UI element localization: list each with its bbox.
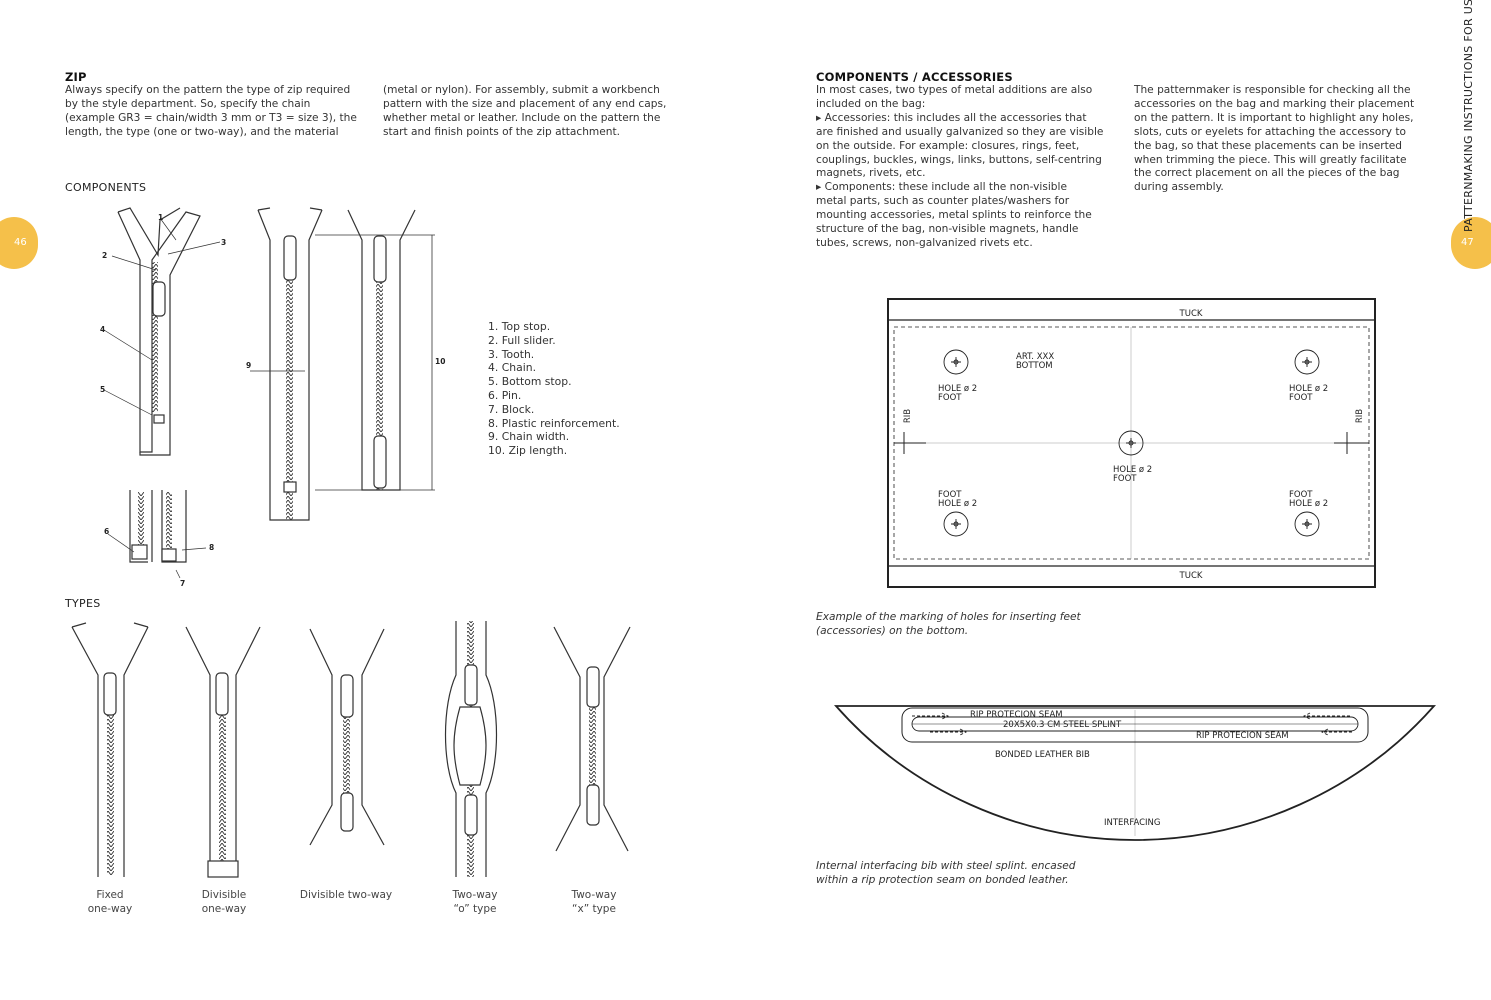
svg-text:HOLE ø 2: HOLE ø 2 [1289, 499, 1328, 509]
tuck-bottom-label: TUCK [1179, 571, 1203, 581]
seam-label-bottom: RIP PROTECION SEAM [1196, 731, 1289, 741]
type-two-way-o: Two-way“o” type [452, 889, 498, 915]
svg-text:RIB: RIB [903, 409, 913, 423]
zip-text-col2: (metal or nylon). For assembly, submit a… [383, 84, 667, 138]
accessories-col1: In most cases, two types of metal additi… [816, 84, 1104, 249]
seam-label-top: RIP PROTECION SEAM [970, 710, 1063, 720]
interfacing-bib-diagram: RIP PROTECION SEAM 20X5X0.3 CM STEEL SPL… [834, 705, 1436, 841]
callout-2: 2 [102, 251, 107, 260]
svg-text:ART. XXX: ART. XXX [1016, 352, 1054, 362]
bag-bottom-pattern: TUCK TUCK ART. XXX BOTTOM HOLE ø 2 FOOT … [887, 298, 1376, 588]
svg-text:BOTTOM: BOTTOM [1016, 361, 1053, 371]
tuck-top-label: TUCK [1179, 309, 1203, 319]
svg-text:FOOT: FOOT [1113, 474, 1137, 484]
zip-text-col1: Always specify on the pattern the type o… [65, 84, 357, 138]
components-legend: 1. Top stop.2. Full slider. 3. Tooth.4. … [488, 320, 620, 458]
running-title: PATTERNMAKING INSTRUCTIONS FOR USE [1462, 0, 1475, 232]
page-tab-left [0, 217, 38, 269]
caption-bib: Internal interfacing bib with steel spli… [816, 860, 1076, 886]
accessories-heading: COMPONENTS / ACCESSORIES [816, 70, 1013, 84]
caption-bottom: Example of the marking of holes for inse… [816, 611, 1081, 637]
interfacing-label: INTERFACING [1104, 818, 1161, 828]
page-number-right: 47 [1461, 237, 1474, 248]
zip-components-diagram: 1 2 3 4 5 6 7 8 9 10 [100, 207, 445, 588]
accessories-col2: The patternmaker is responsible for chec… [1134, 84, 1415, 194]
svg-text:HOLE ø 2: HOLE ø 2 [938, 384, 977, 394]
types-heading: TYPES [65, 597, 101, 610]
callout-6: 6 [104, 527, 109, 536]
callout-4: 4 [100, 325, 105, 334]
svg-text:HOLE ø 2: HOLE ø 2 [1289, 384, 1328, 394]
svg-text:RIB: RIB [1355, 409, 1365, 423]
leather-label: BONDED LEATHER BIB [995, 750, 1090, 760]
callout-9: 9 [246, 361, 251, 370]
callout-1: 1 [158, 213, 163, 222]
components-heading: COMPONENTS [65, 181, 147, 194]
svg-text:HOLE ø 2: HOLE ø 2 [1113, 465, 1152, 475]
zip-types-diagram [71, 621, 631, 878]
type-divisible-two-way: Divisible two-way [299, 889, 393, 901]
callout-10: 10 [435, 357, 445, 366]
svg-text:HOLE ø 2: HOLE ø 2 [938, 499, 977, 509]
svg-text:FOOT: FOOT [938, 393, 962, 403]
svg-text:FOOT: FOOT [938, 490, 962, 500]
type-two-way-x: Two-way“x” type [571, 889, 617, 915]
page-number-left: 46 [14, 237, 27, 248]
zip-heading: ZIP [65, 70, 87, 84]
callout-7: 7 [180, 579, 185, 588]
svg-text:FOOT: FOOT [1289, 393, 1313, 403]
callout-8: 8 [209, 543, 214, 552]
page-tab-right [1451, 217, 1491, 269]
callout-3: 3 [221, 238, 226, 247]
splint-label: 20X5X0.3 CM STEEL SPLINT [1003, 720, 1122, 730]
svg-text:FOOT: FOOT [1289, 490, 1313, 500]
callout-5: 5 [100, 385, 105, 394]
